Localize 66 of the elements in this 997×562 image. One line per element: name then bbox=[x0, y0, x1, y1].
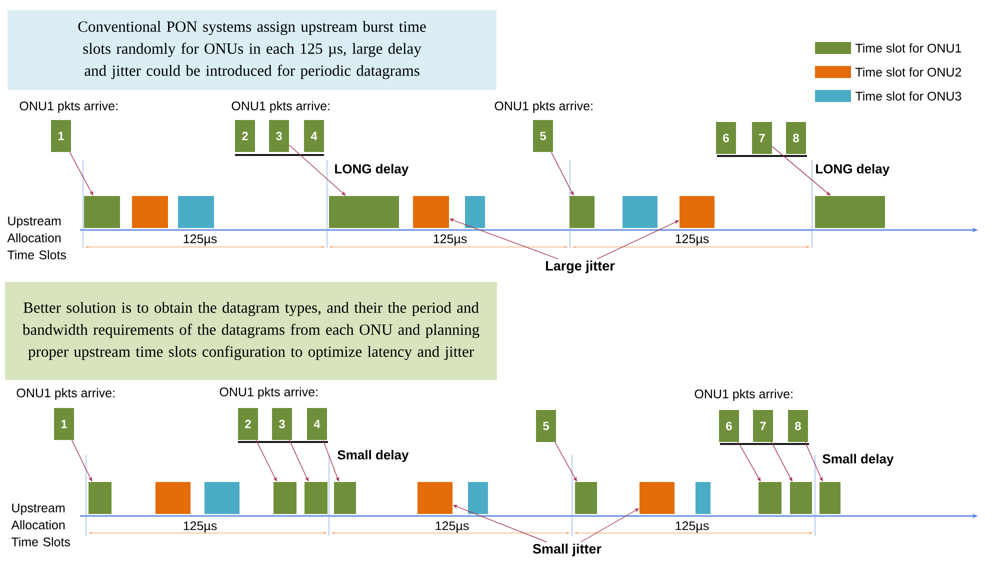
time-slot-bar bbox=[815, 196, 885, 228]
time-slot-bar bbox=[132, 196, 168, 228]
delay-label: LONG delay bbox=[335, 164, 409, 176]
time-slot-bar bbox=[468, 482, 488, 514]
banner-box: Better solution is to obtain the datagram types, and their the period and bandwidth requirements of the datagrams from each ONU and planning proper upstream time slots configuration to optimize latency and jitter bbox=[5, 282, 497, 380]
period-label: 125µs bbox=[676, 234, 709, 246]
time-slot-bar bbox=[575, 482, 597, 514]
packet-box: 6 bbox=[716, 122, 736, 154]
time-slot-bar bbox=[156, 482, 190, 514]
arrival-label: ONU1 pkts arrive: bbox=[694, 389, 792, 401]
time-slot-bar bbox=[790, 482, 812, 514]
arrival-label: ONU1 pkts arrive: bbox=[494, 101, 592, 113]
time-slot-bar bbox=[334, 482, 356, 514]
time-slot-bar bbox=[204, 482, 240, 514]
period-label: 125µs bbox=[184, 234, 217, 246]
period-label: 125µs bbox=[436, 521, 469, 533]
time-slot-bar bbox=[758, 482, 782, 514]
packet-box: 7 bbox=[753, 410, 773, 442]
legend-label: Time slot for ONU2 bbox=[855, 67, 962, 77]
packet-box: 8 bbox=[788, 410, 808, 442]
time-slot-bar bbox=[88, 482, 112, 514]
legend-label: Time slot for ONU3 bbox=[855, 91, 962, 101]
time-slot-bar bbox=[640, 482, 674, 514]
time-slot-bar bbox=[570, 196, 594, 228]
time-slot-bar bbox=[622, 196, 658, 228]
time-slot-bar bbox=[465, 196, 485, 228]
packet-box: 5 bbox=[536, 410, 556, 442]
packet-box: 3 bbox=[269, 120, 289, 152]
time-slot-bar bbox=[413, 196, 449, 228]
packet-box: 1 bbox=[51, 120, 71, 152]
delay-label: Small delay bbox=[822, 454, 894, 466]
time-slot-bar bbox=[178, 196, 214, 228]
packet-box: 5 bbox=[533, 120, 553, 152]
time-slot-bar bbox=[418, 482, 452, 514]
legend-label: Time slot for ONU1 bbox=[855, 43, 962, 53]
axis-label: Upstream Allocation Time Slots bbox=[7, 216, 66, 260]
time-slot-bar bbox=[696, 482, 710, 514]
banner-box: Conventional PON systems assign upstream burst time slots randomly for ONUs in each 125 µs, large delay and jitter could be introduced for periodic datagrams bbox=[8, 10, 496, 90]
packet-box: 1 bbox=[54, 408, 74, 440]
packet-box: 2 bbox=[238, 408, 258, 440]
packet-box: 7 bbox=[752, 122, 772, 154]
packet-box: 6 bbox=[719, 410, 739, 442]
time-slot-bar bbox=[329, 196, 399, 228]
period-label: 125µs bbox=[184, 521, 217, 533]
time-slot-bar bbox=[84, 196, 120, 228]
period-label: 125µs bbox=[676, 521, 709, 533]
time-slot-bar bbox=[304, 482, 328, 514]
time-slot-bar bbox=[680, 196, 714, 228]
arrow bbox=[288, 144, 346, 196]
arrival-label: ONU1 pkts arrive: bbox=[220, 387, 318, 399]
packet-box: 3 bbox=[272, 408, 292, 440]
axis-label: Upstream Allocation Time Slots bbox=[11, 504, 70, 546]
time-slot-bar bbox=[820, 482, 840, 514]
packet-box: 4 bbox=[304, 120, 324, 152]
callout-text: Large jitter bbox=[546, 260, 615, 274]
packet-box: 4 bbox=[307, 408, 327, 440]
packet-box: 2 bbox=[235, 120, 255, 152]
arrival-label: ONU1 pkts arrive: bbox=[232, 101, 330, 113]
delay-label: LONG delay bbox=[816, 164, 890, 176]
callout-text: Small jitter bbox=[532, 544, 602, 556]
delay-label: Small delay bbox=[338, 450, 409, 462]
arrival-label: ONU1 pkts arrive: bbox=[20, 101, 118, 113]
packet-box: 8 bbox=[786, 122, 806, 154]
period-label: 125µs bbox=[434, 234, 467, 246]
time-slot-bar bbox=[274, 482, 296, 514]
arrival-label: ONU1 pkts arrive: bbox=[16, 388, 114, 400]
